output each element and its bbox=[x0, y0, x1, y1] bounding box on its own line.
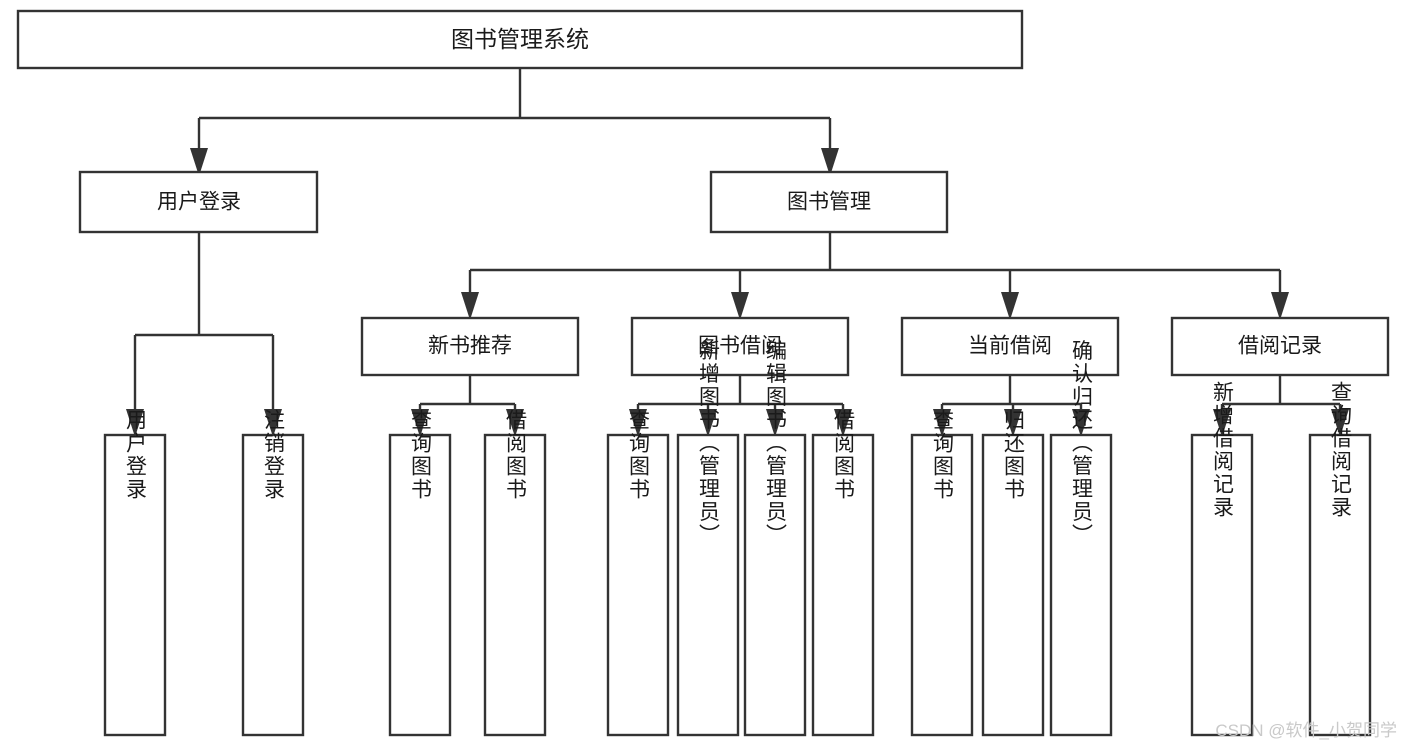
arrowhead-logout-leaf bbox=[264, 409, 282, 437]
leaf-return-book-box[interactable] bbox=[981, 433, 1045, 737]
arrowhead-add-record bbox=[1213, 409, 1231, 437]
connector-group-root bbox=[190, 68, 839, 176]
csdn-watermark: CSDN @软件_小贺同学 bbox=[1215, 721, 1397, 740]
leaf-query-book-recommend[interactable]: 查询图书 bbox=[388, 409, 452, 737]
arrowhead-query-book-3 bbox=[933, 409, 951, 437]
leaf-query-book-recommend-box[interactable] bbox=[388, 433, 452, 737]
connector-group-new-book bbox=[411, 375, 524, 437]
node-user-login-label: 用户登录 bbox=[157, 191, 241, 214]
leaf-borrow-book-recommend-label: 借阅图书 bbox=[504, 409, 528, 501]
leaf-add-borrow-record-label: 新增借阅记录 bbox=[1211, 381, 1235, 519]
leaf-logout[interactable]: 注销登录 bbox=[241, 409, 305, 737]
connector-group-borrow-record bbox=[1213, 375, 1349, 437]
leaf-borrow-book-recommend[interactable]: 借阅图书 bbox=[483, 409, 547, 737]
leaf-edit-book-admin-label: 编辑图书（管理员） bbox=[764, 340, 788, 547]
node-root-box[interactable] bbox=[16, 9, 1024, 70]
connector-group-borrow-book bbox=[629, 375, 852, 437]
leaf-query-book-current-box[interactable] bbox=[910, 433, 974, 737]
node-root-label: 图书管理系统 bbox=[451, 26, 589, 52]
node-root[interactable]: 图书管理系统 bbox=[16, 9, 1024, 70]
arrowhead-query-record bbox=[1331, 409, 1349, 437]
leaf-logout-box[interactable] bbox=[241, 433, 305, 737]
leaf-confirm-return-admin[interactable]: 确认归还（管理员） bbox=[1049, 340, 1113, 737]
leaf-query-book-current[interactable]: 查询图书 bbox=[910, 409, 974, 737]
node-user-login-box[interactable] bbox=[78, 170, 319, 234]
leaf-query-borrow-record[interactable]: 查询借阅记录 bbox=[1308, 381, 1372, 737]
leaf-return-book[interactable]: 归还图书 bbox=[981, 409, 1045, 737]
leaf-query-borrow-record-box[interactable] bbox=[1308, 433, 1372, 737]
leaf-query-book-borrow[interactable]: 查询图书 bbox=[606, 409, 670, 737]
arrowhead-borrow-book bbox=[731, 292, 749, 320]
arrowhead-borrow-book-2 bbox=[834, 409, 852, 437]
leaf-add-borrow-record-box[interactable] bbox=[1190, 433, 1254, 737]
node-current-borrow-label: 当前借阅 bbox=[968, 335, 1052, 358]
leaf-edit-book-admin-box[interactable] bbox=[743, 433, 807, 737]
arrowhead-new-book bbox=[461, 292, 479, 320]
node-user-login[interactable]: 用户登录 bbox=[78, 170, 319, 234]
node-book-borrow[interactable]: 图书借阅 bbox=[630, 316, 850, 377]
arrowhead-confirm-return bbox=[1072, 409, 1090, 437]
leaf-user-login-box[interactable] bbox=[103, 433, 167, 737]
arrowhead-add-book bbox=[699, 409, 717, 437]
leaf-user-login-label: 用户登录 bbox=[124, 409, 148, 501]
leaf-query-book-current-label: 查询图书 bbox=[931, 409, 955, 501]
arrowhead-user-login-leaf bbox=[126, 409, 144, 437]
leaf-add-borrow-record[interactable]: 新增借阅记录 bbox=[1190, 381, 1254, 737]
leaf-query-book-recommend-label: 查询图书 bbox=[409, 409, 433, 501]
node-book-management-label: 图书管理 bbox=[787, 191, 871, 214]
arrowhead-book-mgmt bbox=[821, 148, 839, 176]
leaf-borrow-book-recommend-box[interactable] bbox=[483, 433, 547, 737]
leaf-query-book-borrow-label: 查询图书 bbox=[627, 409, 651, 501]
arrowhead-edit-book bbox=[766, 409, 784, 437]
leaf-add-book-admin-box[interactable] bbox=[676, 433, 740, 737]
node-new-book-recommend-label: 新书推荐 bbox=[428, 335, 512, 358]
node-book-borrow-label: 图书借阅 bbox=[698, 335, 782, 358]
arrowhead-return-book bbox=[1004, 409, 1022, 437]
leaf-return-book-label: 归还图书 bbox=[1002, 409, 1026, 501]
leaf-query-borrow-record-label: 查询借阅记录 bbox=[1329, 381, 1353, 519]
arrowhead-query-book-1 bbox=[411, 409, 429, 437]
node-new-book-recommend[interactable]: 新书推荐 bbox=[360, 316, 580, 377]
arrowhead-borrow-record bbox=[1271, 292, 1289, 320]
node-borrow-record-label: 借阅记录 bbox=[1238, 335, 1322, 358]
connector-group-book-mgmt bbox=[461, 232, 1289, 320]
leaf-borrow-book-box[interactable] bbox=[811, 433, 875, 737]
leaf-confirm-return-admin-box[interactable] bbox=[1049, 433, 1113, 737]
node-book-management-box[interactable] bbox=[709, 170, 949, 234]
node-new-book-recommend-box[interactable] bbox=[360, 316, 580, 377]
leaf-add-book-admin[interactable]: 新增图书（管理员） bbox=[676, 340, 740, 737]
arrowhead-current-borrow bbox=[1001, 292, 1019, 320]
leaf-edit-book-admin[interactable]: 编辑图书（管理员） bbox=[743, 340, 807, 737]
node-current-borrow[interactable]: 当前借阅 bbox=[900, 316, 1120, 377]
leaf-query-book-borrow-box[interactable] bbox=[606, 433, 670, 737]
leaf-logout-label: 注销登录 bbox=[262, 409, 286, 501]
arrowhead-user-login bbox=[190, 148, 208, 176]
leaf-user-login[interactable]: 用户登录 bbox=[103, 409, 167, 737]
arrowhead-query-book-2 bbox=[629, 409, 647, 437]
leaf-borrow-book-label: 借阅图书 bbox=[832, 409, 856, 501]
leaf-confirm-return-admin-label: 确认归还（管理员） bbox=[1070, 340, 1094, 547]
leaf-borrow-book[interactable]: 借阅图书 bbox=[811, 409, 875, 737]
node-current-borrow-box[interactable] bbox=[900, 316, 1120, 377]
node-book-borrow-box[interactable] bbox=[630, 316, 850, 377]
arrowhead-borrow-book-1 bbox=[506, 409, 524, 437]
node-borrow-record[interactable]: 借阅记录 bbox=[1170, 316, 1390, 377]
leaf-add-book-admin-label: 新增图书（管理员） bbox=[697, 340, 721, 547]
connector-group-current-borrow bbox=[933, 375, 1090, 437]
node-borrow-record-box[interactable] bbox=[1170, 316, 1390, 377]
connector-group-user-login bbox=[126, 232, 282, 437]
node-book-management[interactable]: 图书管理 bbox=[709, 170, 949, 234]
